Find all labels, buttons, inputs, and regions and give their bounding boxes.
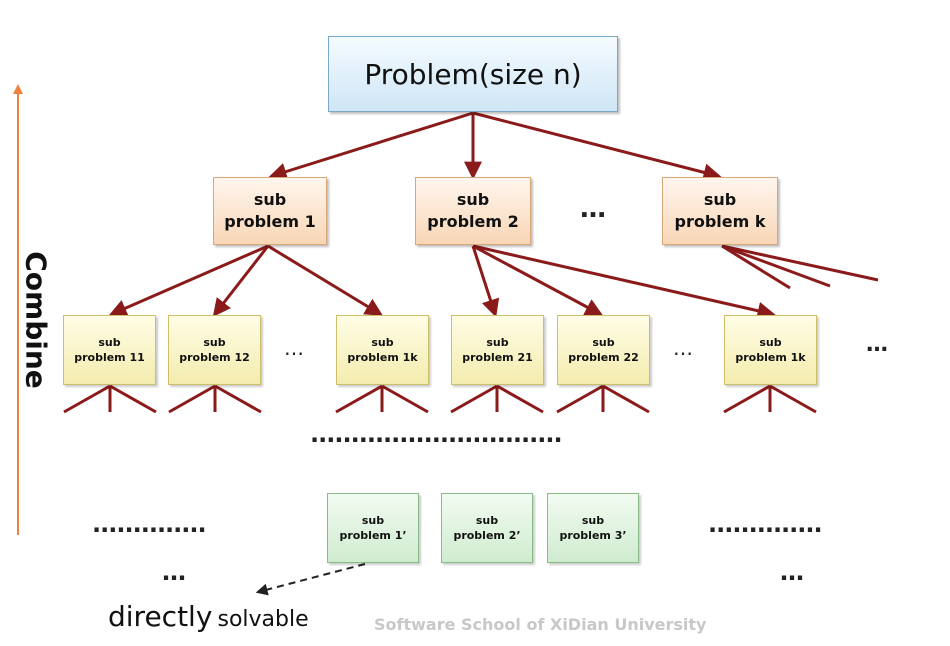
watermark: Software School of XiDian University [374, 615, 707, 634]
left-bottom-ellipsis: … [162, 558, 186, 586]
sub-problem-12-line2: problem 12 [179, 351, 250, 364]
sub-problem-11-box: sub problem 11 [63, 315, 156, 385]
sub-problem-1k-line1: sub [371, 336, 394, 349]
sub-problem-1k-box: sub problem 1k [336, 315, 429, 385]
edge-sub2-to-sub21 [471, 245, 500, 318]
sub-problem-2-box: sub problem 2 [415, 177, 531, 245]
sub-problem-2-line1: sub [456, 190, 490, 209]
leaf-problem-2-line1: sub [475, 514, 499, 527]
edge-subk-a [721, 244, 791, 290]
fan-under-sub1k [335, 384, 429, 414]
dashed-arrow-to-solvable [255, 563, 366, 596]
level1-ellipsis: … [580, 194, 606, 224]
sub-problem-21-line2: problem 21 [462, 351, 533, 364]
leaf-problem-1-box: sub problem 1’ [327, 493, 419, 563]
sub-problem-1-line2: problem 1 [224, 212, 316, 231]
edge-root-to-subk [472, 111, 722, 182]
sub-problem-11-line1: sub [98, 336, 121, 349]
sub-problem-1-box: sub problem 1 [213, 177, 327, 245]
level2-ellipsis-b: … [673, 336, 693, 360]
leaf-problem-3-line2: problem 3’ [559, 529, 627, 542]
sub-problem-22-box: sub problem 22 [557, 315, 650, 385]
fan-under-sub11 [63, 384, 157, 414]
directly-word: directly [108, 600, 213, 633]
sub-problem-k-line2: problem k [674, 212, 766, 231]
middle-dotted-row: ······························· [310, 426, 563, 454]
fan-under-sub22 [556, 384, 650, 414]
sub-problem-k-box: sub problem k [662, 177, 778, 245]
right-bottom-ellipsis: … [780, 558, 804, 586]
edge-subk-c [721, 244, 879, 282]
left-dotted-row: ·············· [92, 516, 207, 544]
sub-problem-2k-line2: problem 1k [735, 351, 806, 364]
edge-sub2-to-sub2k [472, 244, 776, 320]
combine-label: Combine [19, 251, 53, 389]
problem-root-box: Problem(size n) [328, 36, 618, 112]
edge-sub1-to-sub12 [212, 245, 270, 317]
sub-problem-12-line1: sub [203, 336, 226, 349]
level2-ellipsis-c: … [866, 332, 888, 357]
sub-problem-k-line1: sub [703, 190, 737, 209]
sub-problem-2-line2: problem 2 [427, 212, 519, 231]
sub-problem-2k-box: sub problem 1k [724, 315, 817, 385]
edge-subk-b [721, 244, 831, 288]
level2-ellipsis-a: … [284, 336, 304, 360]
solvable-word: solvable [217, 607, 309, 632]
sub-problem-22-line1: sub [592, 336, 615, 349]
fan-under-sub12 [168, 384, 262, 414]
sub-problem-21-box: sub problem 21 [451, 315, 544, 385]
edge-sub1-to-sub1k [267, 244, 384, 316]
sub-problem-1k-line2: problem 1k [347, 351, 418, 364]
sub-problem-2k-line1: sub [759, 336, 782, 349]
problem-root-label: Problem(size n) [364, 57, 582, 91]
leaf-problem-3-line1: sub [581, 514, 605, 527]
directly-solvable-label: directly solvable [108, 600, 309, 633]
sub-problem-22-line2: problem 22 [568, 351, 639, 364]
leaf-problem-2-line2: problem 2’ [453, 529, 521, 542]
edge-sub1-to-sub11 [108, 244, 269, 317]
leaf-problem-3-box: sub problem 3’ [547, 493, 639, 563]
sub-problem-12-box: sub problem 12 [168, 315, 261, 385]
sub-problem-1-line1: sub [253, 190, 287, 209]
leaf-problem-2-box: sub problem 2’ [441, 493, 533, 563]
leaf-problem-1-line2: problem 1’ [339, 529, 407, 542]
right-dotted-row: ·············· [708, 516, 823, 544]
fan-under-sub21 [450, 384, 544, 414]
sub-problem-11-line2: problem 11 [74, 351, 145, 364]
fan-under-sub2k [723, 384, 817, 414]
edge-sub2-to-sub22 [472, 244, 604, 316]
sub-problem-21-line1: sub [486, 336, 509, 349]
leaf-problem-1-line1: sub [361, 514, 385, 527]
edge-root-to-sub1 [268, 111, 474, 181]
